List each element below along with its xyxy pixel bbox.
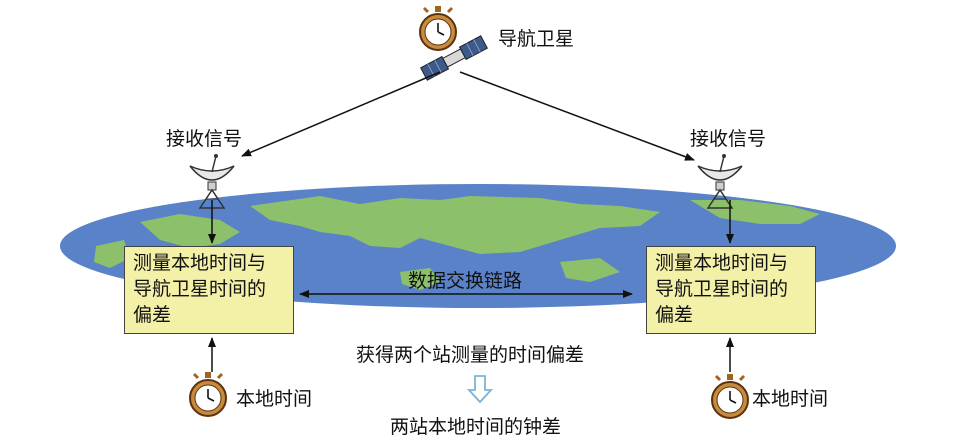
local-clock-left-icon [188,370,228,418]
signal-arrow-left [241,71,441,157]
final-label: 两站本地时间的钟差 [390,416,562,438]
measure-box-line: 导航卫星时间的 [133,278,267,300]
satellite-label: 导航卫星 [498,28,575,50]
local-time-label-right: 本地时间 [752,388,829,410]
measure-box-left: 测量本地时间与 导航卫星时间的 偏差 [124,246,294,334]
measure-box-line: 导航卫星时间的 [655,278,789,300]
measure-box-line: 测量本地时间与 [655,252,789,274]
local-time-label-left: 本地时间 [236,388,313,410]
local-clock-right-icon [710,372,750,420]
measure-box-right: 测量本地时间与 导航卫星时间的 偏差 [646,246,816,334]
satellite-icon [420,35,488,81]
signal-arrow-right [459,71,695,161]
measure-box-line: 偏差 [133,304,172,326]
satellite-clock-icon [418,4,458,52]
measure-box-line: 偏差 [655,304,694,326]
result-down-arrow [466,375,494,404]
receive-label-left: 接收信号 [166,128,243,150]
data-link-label: 数据交换链路 [408,270,523,292]
result-label: 获得两个站测量的时间偏差 [356,344,585,366]
receive-label-right: 接收信号 [690,128,767,150]
measure-box-line: 测量本地时间与 [133,252,267,274]
